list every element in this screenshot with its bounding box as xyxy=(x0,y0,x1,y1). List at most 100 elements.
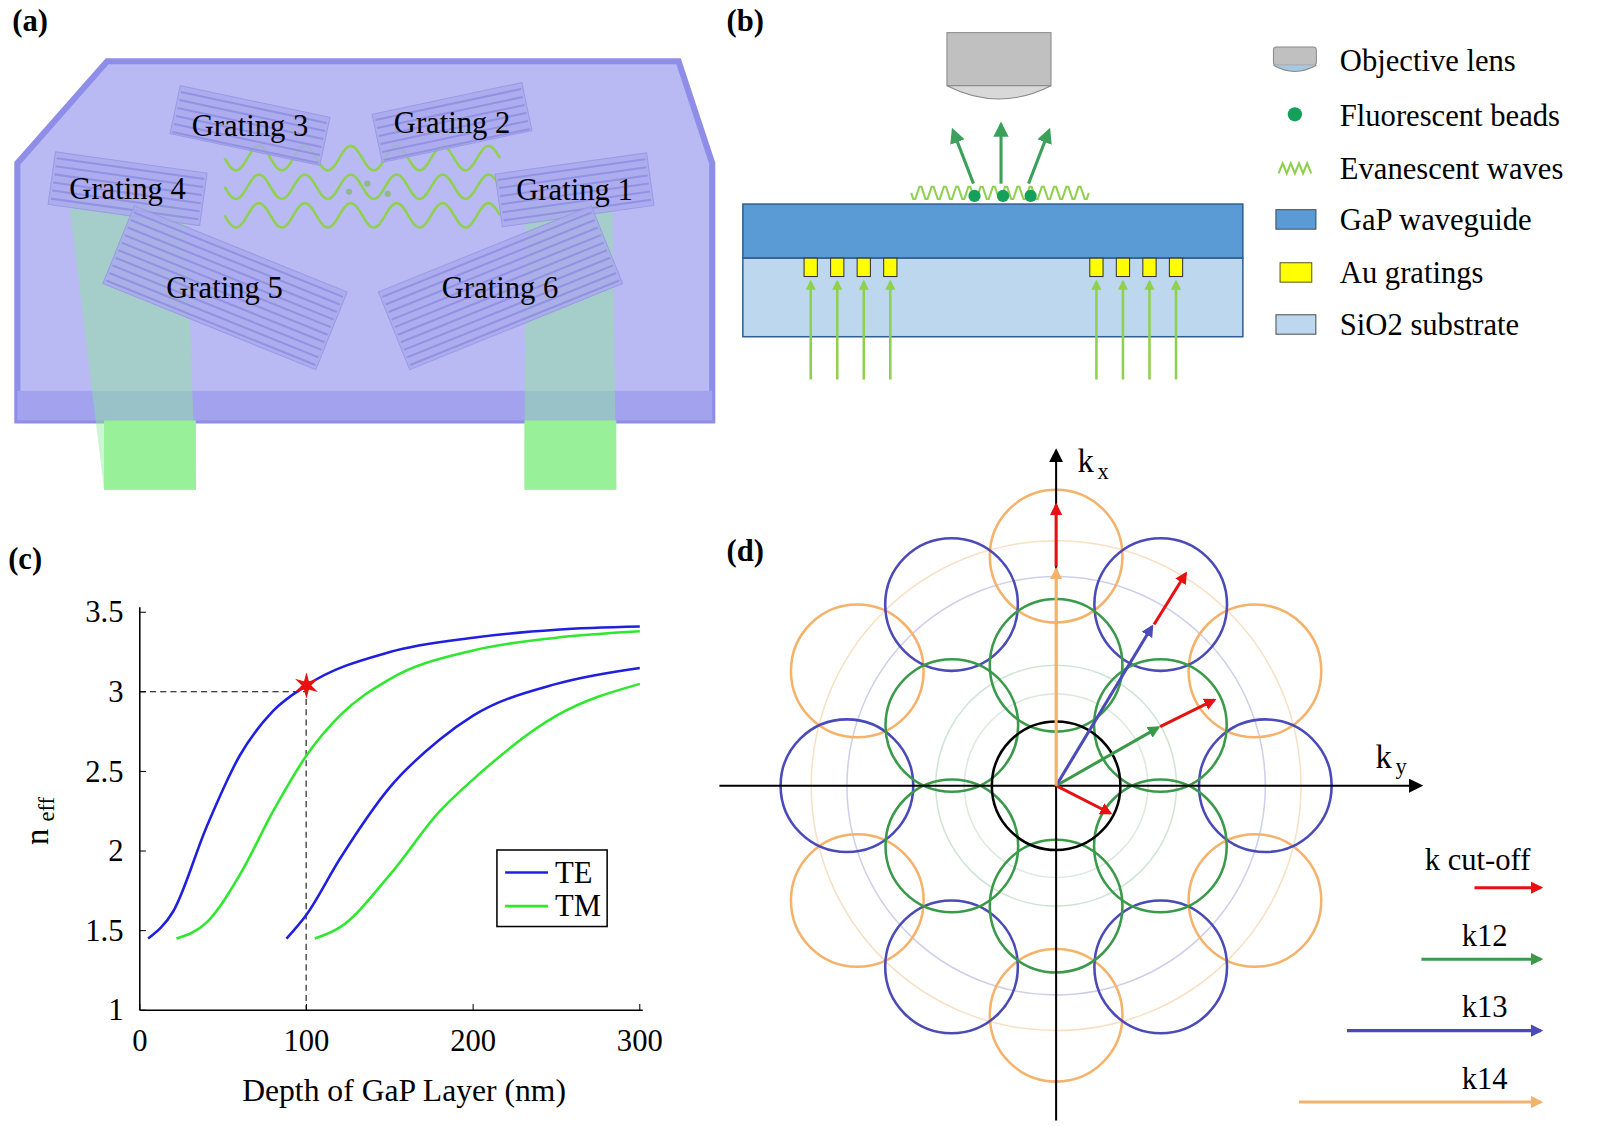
tick-label: 2 xyxy=(108,836,123,867)
axis-label: eff xyxy=(36,797,58,822)
otf-circle xyxy=(1094,780,1227,913)
grating: Grating 6 xyxy=(385,246,615,330)
light-arrow xyxy=(1095,282,1098,380)
grating-line xyxy=(121,243,330,327)
grating-plate xyxy=(102,206,346,370)
au-gratings xyxy=(804,258,1183,379)
mode-curve xyxy=(176,631,639,938)
tick-label: 300 xyxy=(617,1026,663,1057)
marker-star xyxy=(297,674,316,696)
grating-line xyxy=(400,258,609,342)
chip xyxy=(17,61,712,490)
vector-arrow xyxy=(1056,728,1158,786)
grating-line xyxy=(109,273,318,357)
au-bar xyxy=(1090,258,1103,276)
grating-label: Grating 3 xyxy=(192,110,308,141)
grating-line xyxy=(115,258,324,342)
legend-sample xyxy=(1421,958,1540,961)
curves xyxy=(148,627,640,939)
wave xyxy=(224,174,500,198)
evanescent-waves xyxy=(224,146,500,228)
legend-sample xyxy=(1347,1029,1541,1032)
au-bar xyxy=(804,258,817,276)
light-arrow xyxy=(836,282,839,380)
legend-text: Evanescent waves xyxy=(1340,153,1564,184)
bead xyxy=(997,190,1009,202)
otf-circle xyxy=(885,901,1018,1034)
legend-text: TM xyxy=(555,891,601,922)
guide-line xyxy=(140,692,306,1010)
tick xyxy=(140,771,146,772)
bead xyxy=(968,190,980,202)
grating-line xyxy=(124,235,333,319)
au-bar xyxy=(1116,258,1129,276)
axis-label: x xyxy=(1097,460,1108,482)
grating-plate xyxy=(48,152,207,226)
k-space xyxy=(719,451,1540,1120)
y-axis xyxy=(139,607,141,1010)
vector-arrow xyxy=(1055,505,1058,566)
legend-swatch xyxy=(1276,209,1317,229)
grating-label: Grating 1 xyxy=(516,174,632,205)
bead xyxy=(364,181,370,187)
grating-label: Grating 2 xyxy=(394,107,510,138)
tick xyxy=(140,612,146,613)
ky-axis xyxy=(719,785,1420,787)
vector-arrow xyxy=(1055,569,1058,785)
legend-sample xyxy=(1474,886,1540,889)
legend-text: TE xyxy=(555,857,592,888)
grating: Grating 4 xyxy=(51,162,204,215)
axis-label: k xyxy=(1078,445,1094,478)
light-arrow xyxy=(1148,282,1151,380)
vector-arrow xyxy=(1056,627,1152,786)
panel-letter: (c) xyxy=(8,544,42,575)
legend-sample xyxy=(1273,47,1316,65)
grating-line xyxy=(403,265,612,349)
light-arrow xyxy=(862,282,865,380)
tick xyxy=(140,1010,146,1011)
otf-circle xyxy=(886,659,1019,792)
axis-label: n xyxy=(20,829,53,845)
vector-arrow xyxy=(1154,573,1186,624)
tick-label: 200 xyxy=(450,1026,496,1057)
bead xyxy=(1024,190,1036,202)
grating-line xyxy=(394,243,603,327)
grating: Grating 1 xyxy=(498,163,651,216)
legend-text: k14 xyxy=(1462,1063,1508,1094)
objective-lens xyxy=(947,33,1051,86)
grating: Grating 5 xyxy=(110,246,340,330)
legend-text: k13 xyxy=(1462,992,1508,1023)
tick-label: 2.5 xyxy=(85,756,123,787)
otf-circle xyxy=(1189,605,1322,738)
panel-letter: (a) xyxy=(12,5,48,36)
tick-label: 0 xyxy=(132,1026,147,1057)
light-arrow xyxy=(1122,282,1125,380)
gap-waveguide xyxy=(743,204,1243,258)
tick-label: 1.5 xyxy=(85,915,123,946)
vector-arrow xyxy=(1160,700,1214,727)
legend-sample xyxy=(505,871,548,874)
au-bar xyxy=(857,258,870,276)
grating-line xyxy=(391,235,600,319)
otf-circle xyxy=(886,780,1019,913)
emission-arrow xyxy=(953,131,973,184)
cross-section xyxy=(743,33,1316,380)
mode-curve xyxy=(286,668,639,939)
axis-label: Depth of GaP Layer (nm) xyxy=(242,1074,566,1106)
tick-label: 3 xyxy=(108,677,123,708)
grating-label: Grating 5 xyxy=(166,272,282,303)
light-beam xyxy=(104,420,196,489)
au-bar xyxy=(831,258,844,276)
bead xyxy=(346,189,352,195)
au-bar xyxy=(1143,258,1156,276)
tick-label: 3.5 xyxy=(85,597,123,628)
emission-arrow xyxy=(999,124,1002,183)
tick-label: 1 xyxy=(108,995,123,1026)
otf-circle xyxy=(791,834,924,967)
panel-letter: (b) xyxy=(727,5,764,36)
legend-text: SiO2 substrate xyxy=(1340,309,1519,340)
legend-box xyxy=(497,850,607,927)
legend-text: Objective lens xyxy=(1340,46,1516,77)
bead xyxy=(385,191,391,197)
grating: Grating 2 xyxy=(376,98,529,147)
